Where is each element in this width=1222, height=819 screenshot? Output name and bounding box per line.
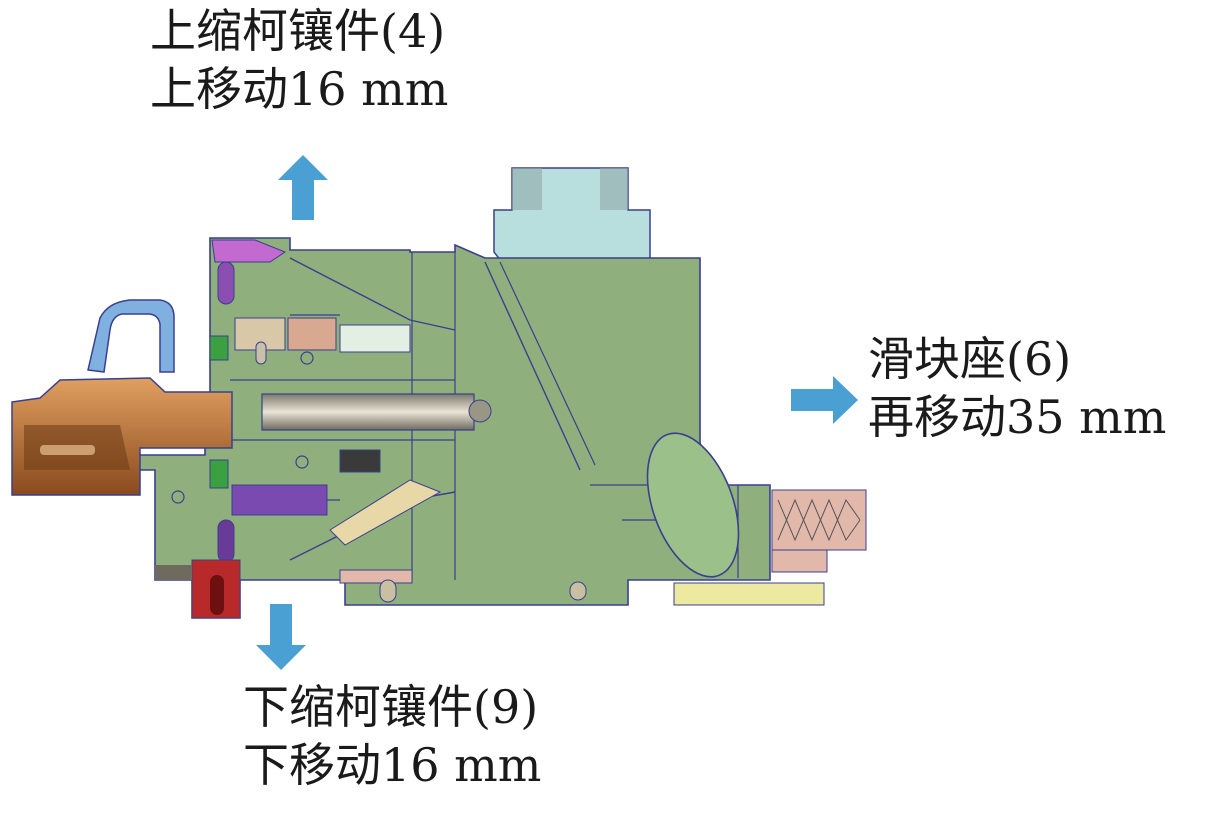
pin-hole-ellipse	[646, 432, 740, 578]
product-part	[11, 377, 233, 496]
core-pin	[261, 393, 492, 431]
product-part-blue	[87, 299, 175, 373]
label-slider-seat: 滑块座(6) 再移动35 mm	[868, 330, 1166, 446]
upper-insert-name: 上缩柯镶件(4)	[150, 4, 446, 58]
arrow-down-icon	[256, 604, 306, 670]
lower-insert-9	[155, 449, 381, 619]
slider-seat-name: 滑块座(6)	[868, 332, 1072, 386]
lower-wedge-bar	[329, 479, 442, 546]
upper-wedge-bar	[339, 324, 411, 353]
lower-insert-motion: 下移动16 mm	[243, 738, 542, 792]
upper-insert-4	[209, 239, 337, 365]
yellow-base-plate	[673, 582, 825, 606]
bottom-pink-plate	[339, 569, 587, 603]
label-lower-insert: 下缩柯镶件(9) 下移动16 mm	[243, 678, 541, 794]
lower-insert-name: 下缩柯镶件(9)	[243, 680, 539, 734]
right-pink-block	[771, 489, 867, 573]
label-upper-insert: 上缩柯镶件(4) 上移动16 mm	[150, 2, 448, 118]
arrow-up-icon	[278, 155, 328, 220]
arrow-right-icon	[791, 376, 858, 424]
slider-seat-motion: 再移动35 mm	[868, 390, 1167, 444]
upper-insert-motion: 上移动16 mm	[150, 62, 449, 116]
